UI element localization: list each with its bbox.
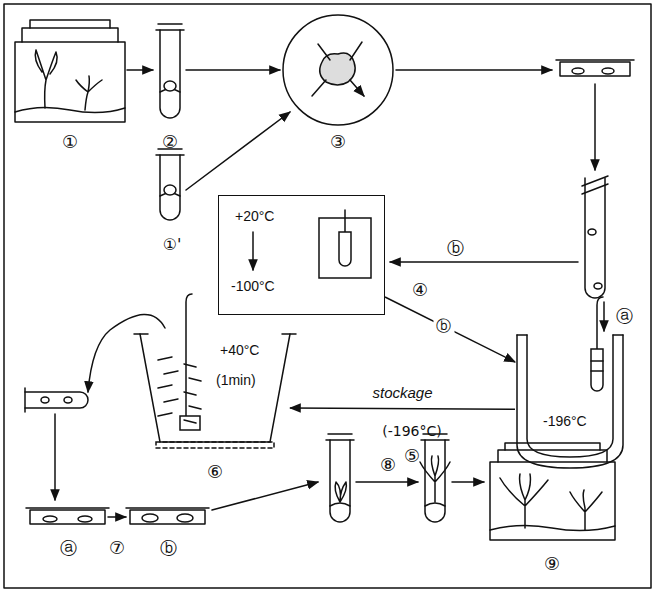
test-tube [156,24,184,118]
step-number: ⑥ [207,462,223,482]
temperature-text: +20°C [235,208,274,225]
step-number: ⑦ [109,538,125,558]
water-bath: +40°C (1min) [140,330,290,450]
dewar-flask-outline [515,335,625,470]
step-number: ④ [412,280,428,300]
edge-label: stockage [369,384,435,401]
step-number: ⑤ [404,446,420,466]
step-number: ① [62,132,78,152]
transfer-arrow [385,297,515,362]
culture-jar [490,443,615,540]
temperature-text: (1min) [216,372,256,389]
temperature-note: (-196°C) [382,424,441,439]
culture-jar [15,20,125,122]
freezer-box: +20°C -100°C [218,195,385,315]
step-number: ⑨ [544,554,560,574]
variant-letter: ⓑ [447,239,464,258]
step-number: ⑧ [380,455,396,475]
petri-dish [556,60,634,76]
test-tube [156,149,184,220]
temperature-text: +40°C [220,342,259,359]
water-bath-outline [140,330,290,450]
frame [4,4,651,588]
step-number: ② [162,132,178,152]
variant-letter: ⓑ [160,539,177,558]
petri-dish [126,508,209,524]
temperature-text: -100°C [231,278,275,295]
step-number: ①' [163,236,182,254]
test-tube [420,434,450,522]
test-tube [25,388,88,412]
variant-letter: ⓐ [616,307,633,326]
dissection-view [283,15,393,125]
dewar-flask: -196°C [515,335,625,470]
variant-letter: ⓐ [60,539,77,558]
storage-arrow [290,408,515,409]
petri-dish [26,508,109,524]
test-tube [582,176,608,298]
test-tube [326,434,354,522]
step-number: ③ [330,132,346,152]
edge-label: ⓑ [433,318,454,335]
temperature-text: -196°C [543,413,587,430]
